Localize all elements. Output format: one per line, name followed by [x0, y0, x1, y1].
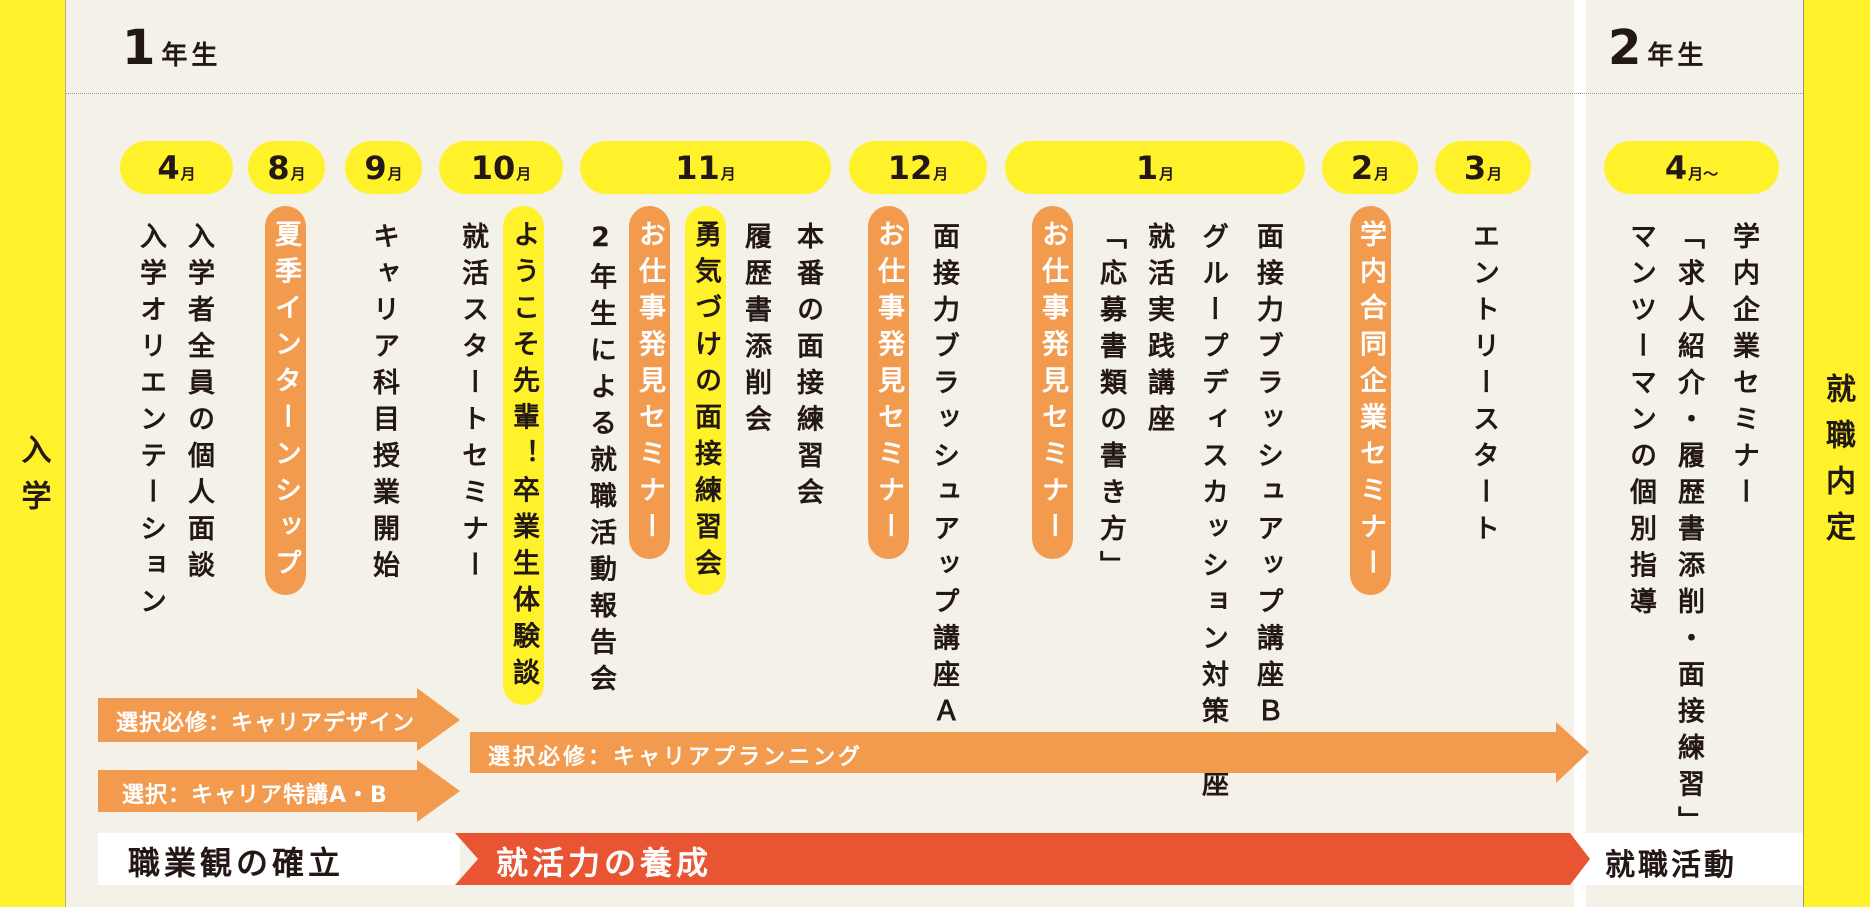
event-application-documents: 「応募書類の書き方」 — [1095, 222, 1126, 587]
month-suffix: 月〜 — [1688, 165, 1719, 183]
month-suffix: 月 — [1374, 165, 1390, 183]
event-entry-start: エントリースタート — [1468, 222, 1499, 551]
event-one-on-one-guidance: マンツーマンの個別指導 — [1625, 222, 1656, 624]
event-interview-brushup-b: 面接力ブラッシュアップ講座Ｂ — [1252, 222, 1283, 733]
phase2-chevron-band — [455, 833, 1590, 885]
phase1-band — [98, 833, 460, 885]
header-dotted-line — [66, 93, 1803, 94]
year-1-number: 1 — [122, 20, 156, 76]
month-suffix: 月 — [1159, 165, 1175, 183]
phase-job-skills: 就活力の養成 — [496, 844, 713, 882]
event-joint-company-seminar: 学内合同企業セミナー — [1350, 206, 1391, 595]
year-2-suffix: 年生 — [1647, 41, 1708, 71]
job-offer-label: 就職内定 — [1820, 373, 1855, 557]
year-1-heading: 1 年生 — [122, 24, 221, 72]
event-job-support: 「求人紹介・履歴書添削・面接練習」 — [1673, 222, 1704, 843]
month-number: 11 — [675, 148, 720, 187]
event-group-discussion-course: グループディスカッション対策講座 — [1197, 222, 1228, 806]
event-summer-internship: 夏季インターンシップ — [265, 206, 306, 595]
job-offer-bar: 就職内定 — [1803, 0, 1870, 907]
event-job-discovery-seminar-dec: お仕事発見セミナー — [868, 206, 909, 559]
month-suffix: 月 — [516, 165, 532, 183]
month-number: 4 — [157, 148, 180, 187]
event-alumni-talk: ようこそ先輩！卒業生体験談 — [503, 206, 544, 705]
month-suffix: 月 — [387, 165, 403, 183]
event-encouraging-interview-practice: 勇気づけの面接練習会 — [685, 206, 726, 595]
month-number: 10 — [470, 148, 516, 187]
month-number: 12 — [887, 148, 933, 187]
phase-career-view: 職業観の確立 — [128, 844, 345, 882]
event-interview-brushup-a: 面接力ブラッシュアップ講座Ａ — [928, 222, 959, 733]
event-practical-course: 就活実践講座 — [1143, 222, 1174, 441]
event-real-interview-practice: 本番の面接練習会 — [792, 222, 823, 514]
course-career-special: 選択：キャリア特講A・B — [122, 783, 388, 808]
month-number: 1 — [1135, 148, 1159, 187]
month-suffix: 月 — [290, 165, 306, 183]
month-number: 2 — [1350, 148, 1374, 187]
enrollment-label: 入学 — [15, 434, 51, 526]
enrollment-bar: 入学 — [0, 0, 66, 907]
phase3-band — [1586, 833, 1803, 885]
course-career-design: 選択必修：キャリアデザイン — [116, 711, 416, 736]
course-career-planning: 選択必修：キャリアプランニング — [488, 745, 864, 770]
phase-job-hunting: 就職活動 — [1605, 848, 1737, 883]
year-2-number: 2 — [1608, 20, 1642, 76]
year-1-suffix: 年生 — [161, 41, 222, 71]
event-career-class-start: キャリア科目授業開始 — [368, 222, 399, 587]
month-number: 4 — [1664, 148, 1688, 187]
arrow-career-planning-shape — [470, 722, 1589, 783]
event-entrance-interview: 入学者全員の個人面談 — [183, 222, 214, 587]
arrow-career-special-shape — [98, 760, 460, 822]
month-number: 9 — [364, 148, 387, 187]
event-entrance-orientation: 入学オリエンテーション — [135, 222, 166, 624]
event-job-discovery-seminar-jan: お仕事発見セミナー — [1032, 206, 1073, 559]
event-job-discovery-seminar-nov: お仕事発見セミナー — [629, 206, 670, 559]
month-suffix: 月 — [933, 165, 949, 183]
year-2-heading: 2 年生 — [1608, 24, 1707, 72]
event-campus-company-seminar: 学内企業セミナー — [1728, 222, 1759, 514]
month-number: 3 — [1463, 148, 1487, 187]
arrow-career-design-shape — [98, 688, 460, 751]
event-senior-report: 2年生による就職活動報告会 — [585, 222, 616, 701]
month-suffix: 月 — [720, 165, 736, 183]
event-job-hunt-start-seminar: 就活スタートセミナー — [457, 222, 488, 587]
month-number: 8 — [267, 148, 290, 187]
month-suffix: 月 — [1487, 165, 1503, 183]
event-resume-review: 履歴書添削会 — [740, 222, 771, 441]
year-divider — [1574, 0, 1586, 907]
month-suffix: 月 — [180, 165, 196, 183]
